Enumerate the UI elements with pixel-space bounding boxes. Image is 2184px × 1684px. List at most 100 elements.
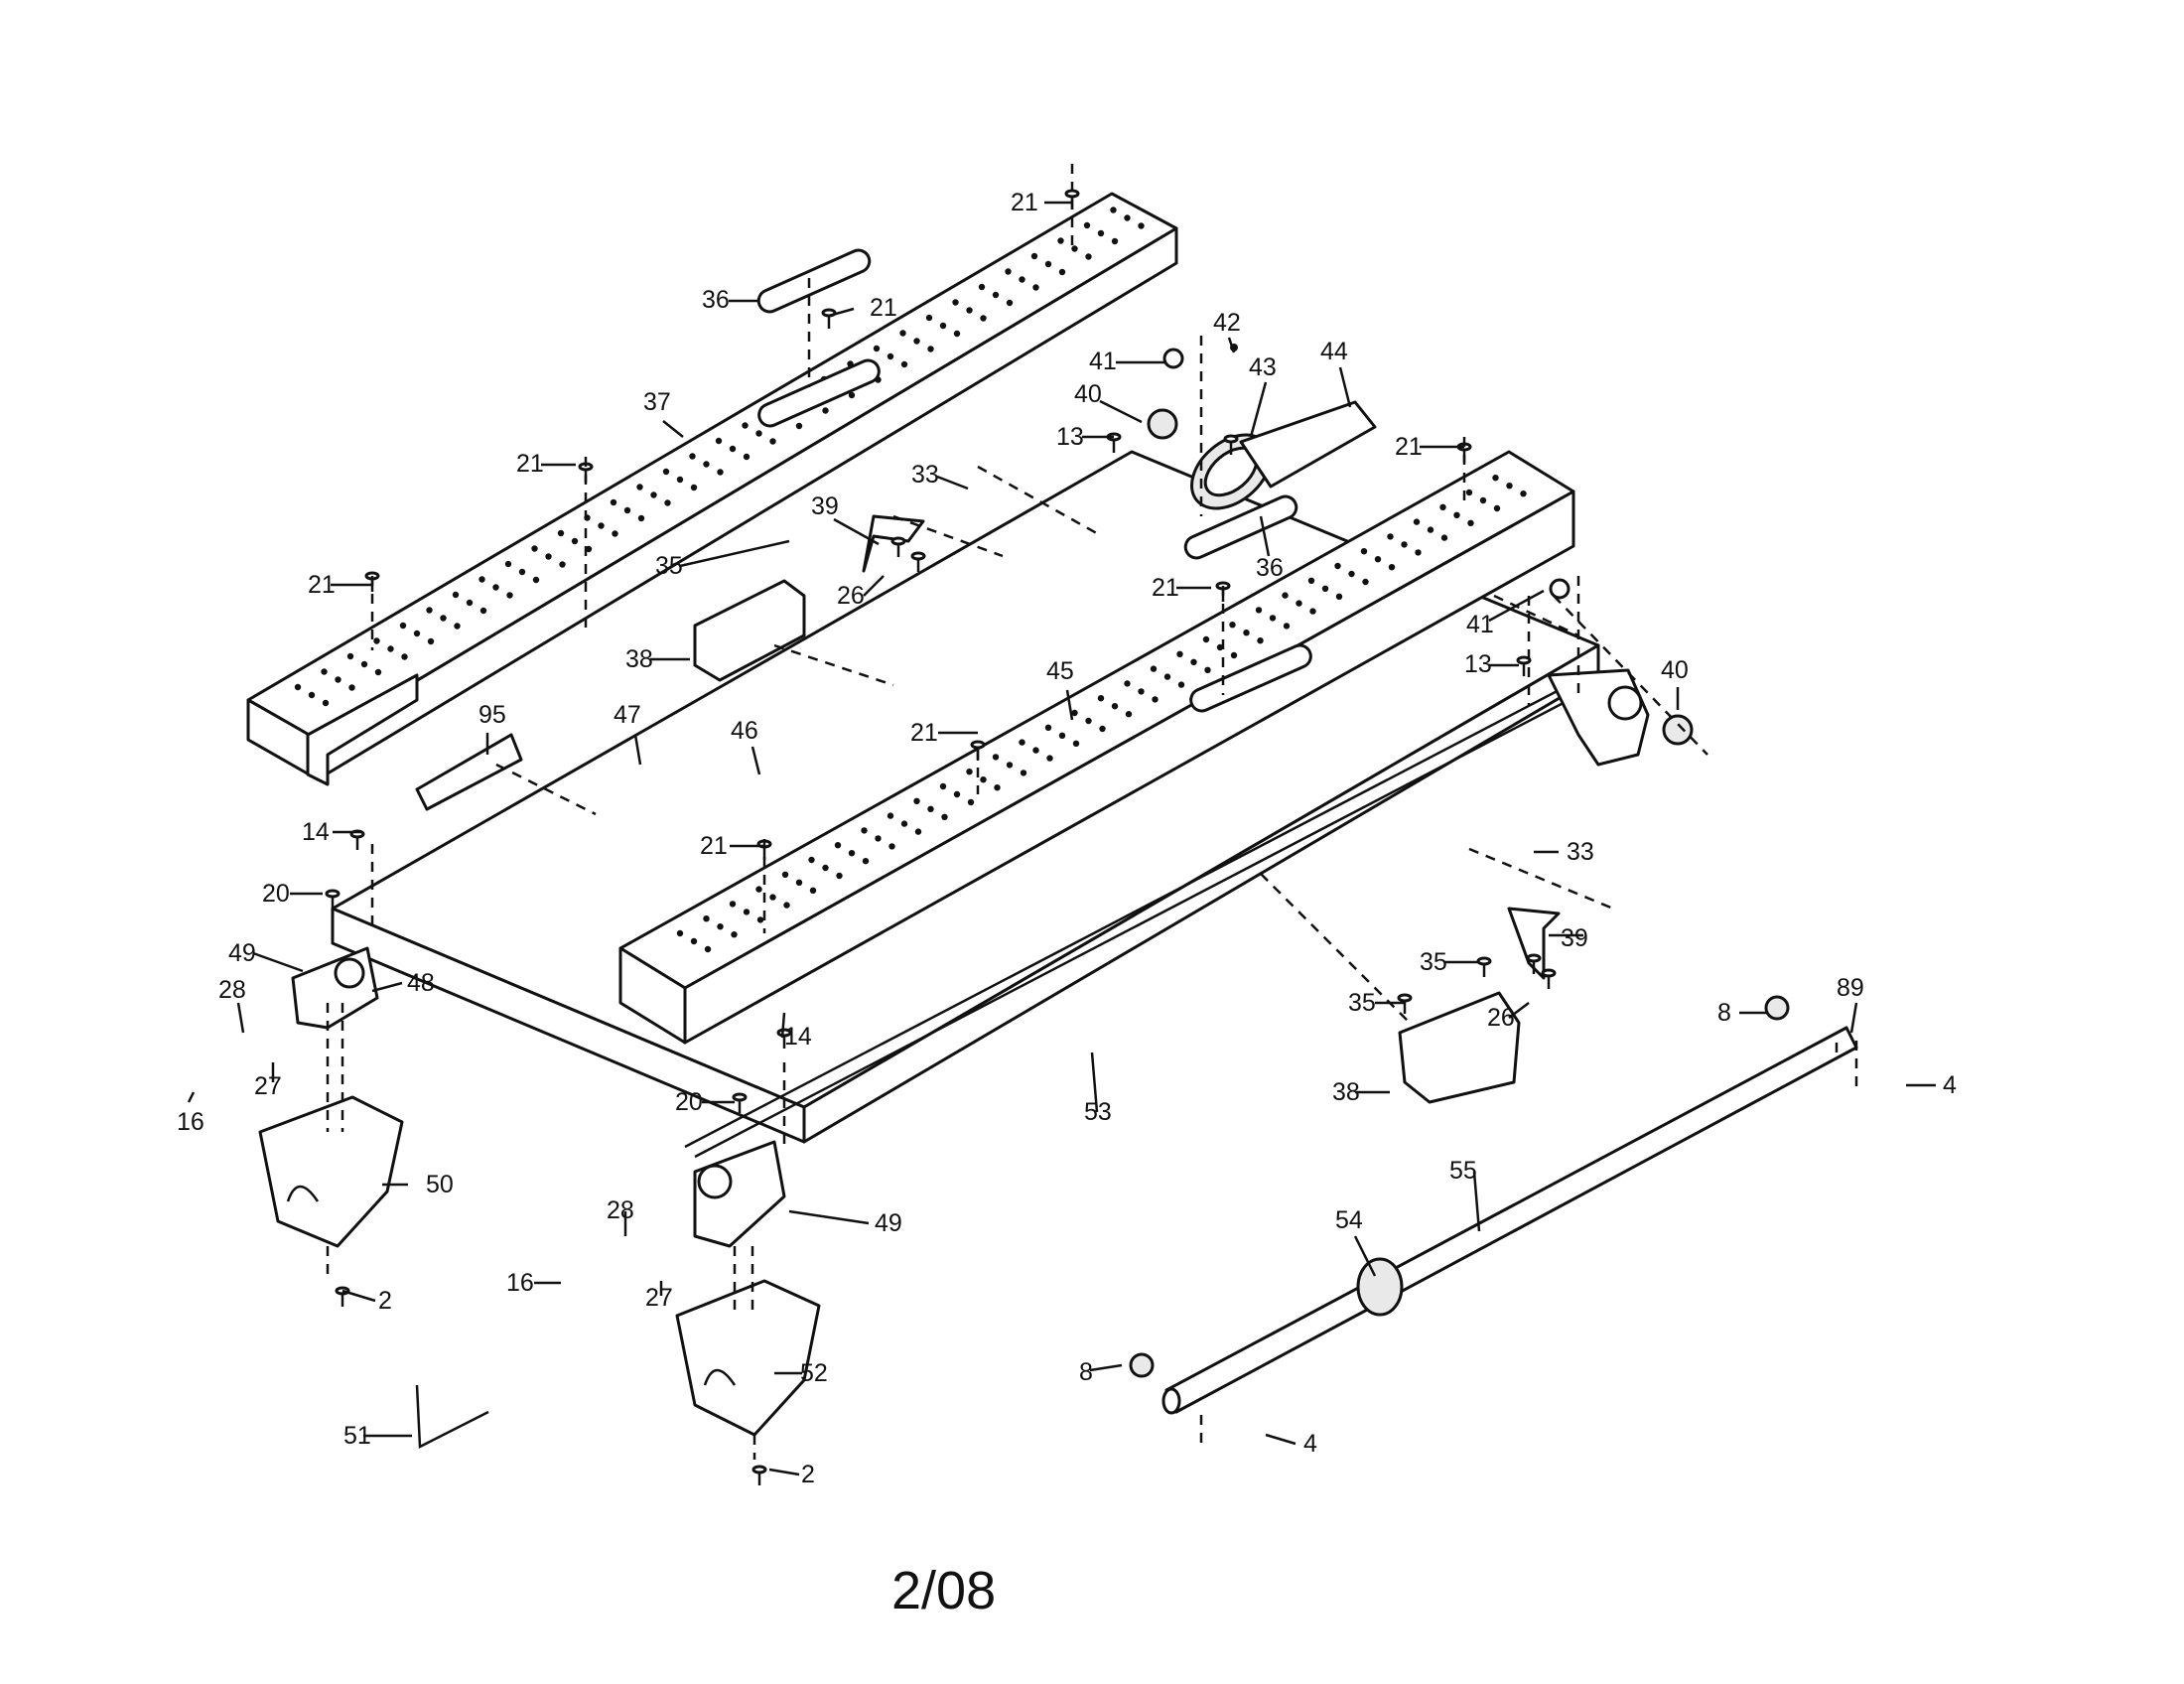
rail-hole	[623, 506, 631, 514]
leader-line	[936, 475, 969, 491]
rail-hole	[1005, 268, 1012, 275]
rail-hole	[913, 338, 920, 345]
rail-hole	[743, 453, 751, 461]
rail-hole	[1083, 221, 1091, 229]
callout-45: 45	[1046, 657, 1074, 685]
rail-hole	[1125, 711, 1133, 718]
rail-hole	[532, 576, 540, 584]
rail-hole	[1362, 578, 1369, 586]
rail-hole	[1348, 570, 1355, 578]
callout-48: 48	[407, 969, 435, 997]
rail-hole	[1506, 483, 1513, 490]
side-rail-left	[246, 192, 1178, 786]
rail-hole	[440, 615, 447, 622]
rail-hole	[1493, 504, 1501, 512]
assembly-guide-lines	[326, 164, 1858, 1460]
revision-date-label: 2/08	[891, 1561, 996, 1620]
callout-20: 20	[675, 1088, 703, 1116]
rail-hole	[452, 591, 460, 599]
rail-hole	[756, 916, 764, 923]
leader-line	[1249, 381, 1268, 438]
rail-hole	[809, 887, 817, 894]
rail-hole	[1255, 607, 1263, 614]
stabilizer-tube-55	[1129, 995, 1858, 1415]
rail-hole	[1177, 681, 1185, 688]
callout-26: 26	[837, 582, 865, 610]
rail-hole	[966, 307, 973, 314]
screw-icon	[1526, 953, 1542, 974]
callout-50: 50	[426, 1171, 454, 1198]
callout-26: 26	[1487, 1004, 1515, 1032]
screw-icon	[1476, 956, 1492, 977]
rail-hole	[1360, 548, 1368, 555]
rail-hole	[731, 931, 738, 938]
rail-hole	[953, 790, 961, 798]
rail-hole	[1439, 503, 1446, 510]
rear-roller-bracket	[1547, 578, 1694, 767]
rail-hole	[822, 864, 829, 872]
rail-pad-36-left	[756, 248, 881, 428]
leader-line	[371, 981, 403, 993]
rail-hole	[1085, 717, 1092, 725]
rail-hole	[978, 283, 986, 291]
rail-hole	[1044, 724, 1052, 731]
leader-line	[1259, 515, 1271, 557]
leader-line	[1089, 1363, 1123, 1372]
screw-icon	[776, 1028, 792, 1049]
rail-hole	[308, 691, 316, 699]
rail-hole	[294, 683, 302, 691]
rail-hole	[1110, 207, 1117, 213]
rail-hole	[1492, 475, 1499, 482]
callout-41: 41	[1089, 348, 1117, 375]
rail-hole	[875, 835, 882, 842]
rail-hole	[478, 576, 485, 583]
rail-hole	[1111, 703, 1119, 710]
rail-hole	[861, 827, 868, 834]
rail-hole	[980, 776, 987, 783]
leader-line	[1472, 1171, 1481, 1232]
screw-icon	[751, 1465, 767, 1485]
front-foot-52	[675, 1279, 821, 1437]
callout-35: 35	[1348, 989, 1376, 1017]
rail-hole	[992, 291, 1000, 299]
rail-hole	[1099, 725, 1106, 733]
callout-4: 4	[1943, 1071, 1957, 1099]
rail-hole	[1296, 600, 1302, 607]
callout-38: 38	[625, 645, 653, 673]
callout-35: 35	[1420, 948, 1447, 976]
screw-icon	[732, 1092, 748, 1113]
rail-hole	[504, 560, 512, 568]
rail-hole	[1230, 651, 1238, 659]
bracket-39-lower	[1507, 907, 1561, 980]
callout-55: 55	[1449, 1157, 1477, 1185]
rail-hole	[1019, 276, 1025, 283]
rail-hole	[676, 929, 684, 937]
leader-line	[751, 746, 761, 775]
rail-hole	[769, 894, 776, 901]
rail-hole	[374, 668, 382, 676]
allen-wrench-51	[415, 1384, 489, 1449]
screw-icon	[890, 536, 906, 557]
rail-hole	[1415, 549, 1422, 556]
rail-hole	[1388, 564, 1396, 571]
callout-4: 4	[1303, 1430, 1317, 1458]
rail-hole	[1413, 518, 1421, 525]
rail-hole	[1124, 680, 1131, 687]
rail-hole	[848, 391, 856, 399]
rail-hole	[1006, 299, 1014, 307]
rail-hole	[1071, 709, 1078, 717]
front-foot-50	[258, 1095, 404, 1248]
side-rail-right	[618, 450, 1575, 1045]
rail-hole	[729, 445, 737, 453]
leader-line	[679, 539, 790, 568]
rail-hole	[664, 499, 671, 506]
callout-27: 27	[254, 1072, 282, 1100]
rail-hole	[888, 843, 895, 850]
rail-hole	[426, 607, 433, 614]
rail-hole	[506, 592, 513, 599]
rail-hole	[1097, 229, 1105, 237]
rail-hole	[373, 637, 380, 644]
callout-49: 49	[228, 939, 256, 967]
rail-hole	[1152, 696, 1159, 703]
